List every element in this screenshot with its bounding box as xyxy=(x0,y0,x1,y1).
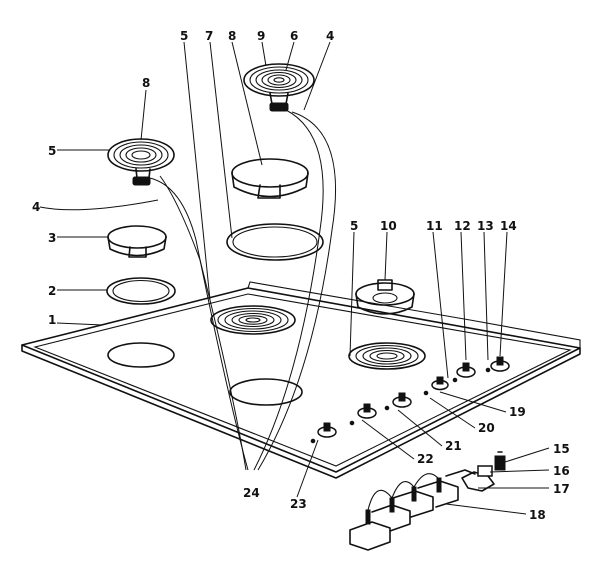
callout-3: 3 xyxy=(48,231,56,245)
wire-leads xyxy=(149,109,337,471)
callout-5-left: 5 xyxy=(48,144,56,158)
callout-16: 16 xyxy=(553,464,570,478)
drip-bowl-large xyxy=(231,158,309,199)
callout-8-top: 8 xyxy=(228,29,236,43)
callout-12: 12 xyxy=(454,219,471,233)
callout-11: 11 xyxy=(426,219,443,233)
callout-15: 15 xyxy=(553,442,570,456)
coil-element-small xyxy=(107,138,175,186)
knob-rear-1 xyxy=(456,362,476,378)
callout-8-left: 8 xyxy=(142,76,150,90)
callout-24: 24 xyxy=(243,486,260,500)
coil-element-large xyxy=(243,63,315,112)
terminal-blocks xyxy=(349,469,476,551)
knob-front-1 xyxy=(317,422,337,438)
knob-rear-2 xyxy=(490,356,510,372)
indicator-lights xyxy=(310,367,491,444)
callout-4-left: 4 xyxy=(32,200,40,214)
coil-element-installed-right xyxy=(348,342,426,370)
callout-6: 6 xyxy=(290,29,298,43)
callout-21: 21 xyxy=(445,439,462,453)
knob-front-2 xyxy=(357,403,377,419)
cooktop-panel xyxy=(21,281,581,479)
drip-bowl-right xyxy=(355,279,415,315)
coil-element-installed-rear xyxy=(210,305,296,335)
callout-18: 18 xyxy=(529,508,546,522)
callout-5-top: 5 xyxy=(180,29,188,43)
callout-1: 1 xyxy=(48,313,56,327)
trim-ring-large xyxy=(226,223,324,261)
callout-4-top: 4 xyxy=(326,29,334,43)
cooktop-opening-front xyxy=(229,378,303,406)
callout-labels: 1 2 3 4 5 8 5 7 8 9 6 4 5 10 11 12 13 14… xyxy=(32,29,570,522)
callout-9: 9 xyxy=(257,29,265,43)
trim-ring-small xyxy=(106,277,176,305)
callout-2: 2 xyxy=(48,284,56,298)
callout-17: 17 xyxy=(553,482,570,496)
callout-7: 7 xyxy=(205,29,213,43)
knob-front-4 xyxy=(431,376,449,391)
callout-20: 20 xyxy=(478,421,495,435)
callout-22: 22 xyxy=(417,452,434,466)
switch-assembly xyxy=(461,451,506,492)
leader-lines xyxy=(39,41,550,515)
callout-5-right: 5 xyxy=(350,219,358,233)
drip-bowl-small xyxy=(107,225,167,258)
cooktop-opening-left xyxy=(107,342,175,368)
callout-19: 19 xyxy=(509,405,526,419)
knob-front-3 xyxy=(392,392,412,408)
callout-23: 23 xyxy=(290,497,307,511)
callout-13: 13 xyxy=(477,219,494,233)
callout-14: 14 xyxy=(500,219,517,233)
callout-10: 10 xyxy=(380,219,397,233)
